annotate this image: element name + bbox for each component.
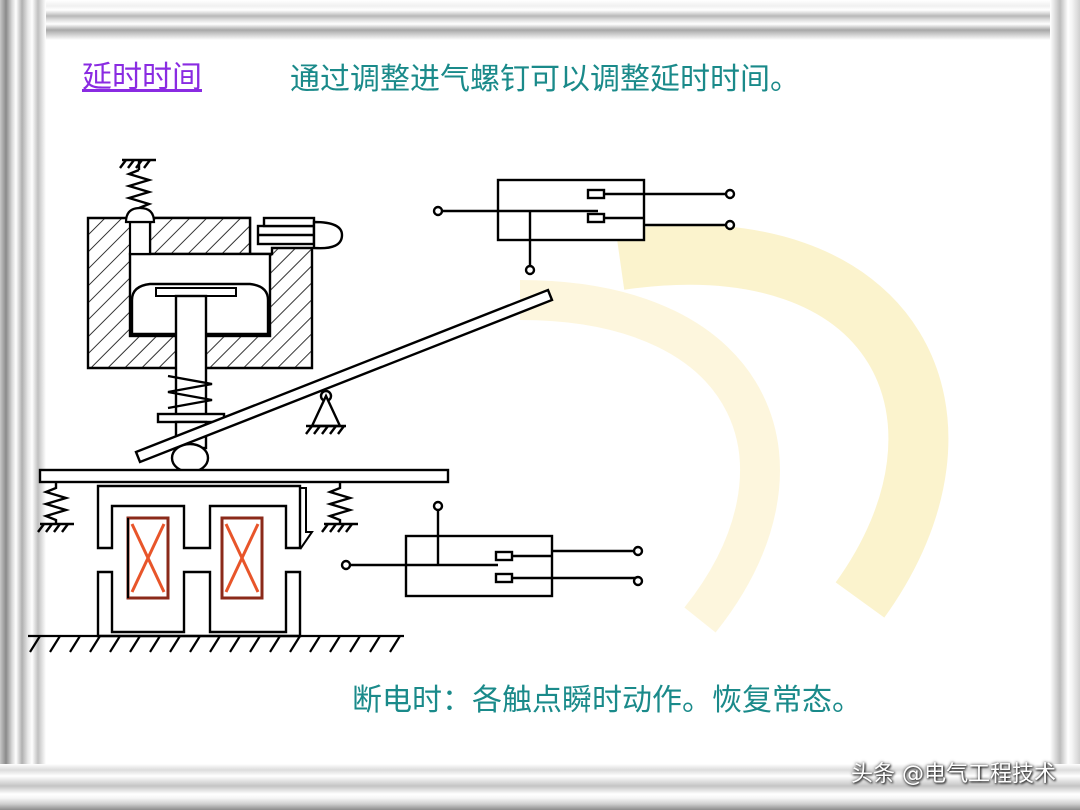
slide-canvas [46, 40, 1050, 764]
intake-screw [256, 216, 344, 250]
frame-right [1050, 0, 1080, 810]
frame-top [0, 0, 1080, 40]
instant-microswitch [340, 500, 644, 598]
return-springs [37, 482, 358, 533]
coil-right [220, 516, 264, 600]
delayed-microswitch [432, 178, 736, 276]
coil-left [126, 516, 170, 600]
caption-text: 断电时：各触点瞬时动作。恢复常态。 [352, 683, 862, 718]
headline-text: 通过调整进气螺钉可以调整延时时间。 [290, 62, 800, 97]
lever [134, 288, 554, 464]
armature-plate [38, 468, 450, 484]
top-spring [119, 158, 156, 210]
ground-base [28, 634, 404, 653]
frame-left [0, 0, 46, 810]
frame-bottom [0, 764, 1080, 810]
background-arc-logo [519, 224, 949, 633]
watermark-text: 头条 @电气工程技术 [851, 762, 1056, 787]
delay-time-link[interactable]: 延时时间 [82, 60, 202, 95]
air-chamber-housing [86, 206, 314, 370]
